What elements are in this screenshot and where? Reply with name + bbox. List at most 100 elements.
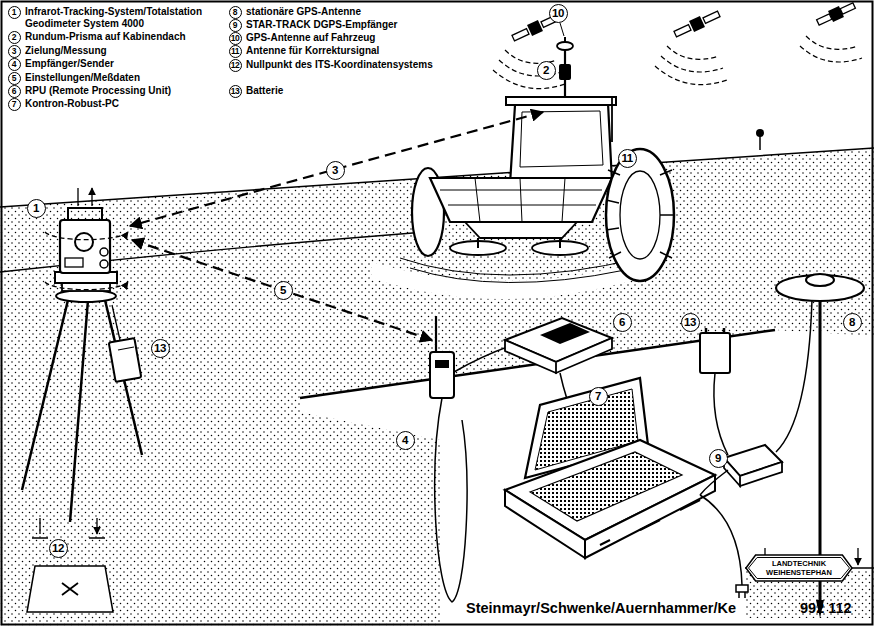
signal-arcs	[493, 50, 565, 89]
leader-line	[560, 23, 564, 36]
solar-panel	[840, 3, 855, 14]
battery-terminals	[706, 328, 724, 333]
legend-text: RPU (Remote Processing Unit)	[25, 85, 171, 97]
satellite	[800, 0, 862, 62]
rear-window	[520, 111, 603, 167]
legend-number: 6	[8, 85, 21, 98]
legend-text: STAR-TRACK DGPS-Empfänger	[246, 19, 397, 31]
legend-text: Nullpunkt des ITS-Koordinatensystems	[246, 59, 433, 71]
callout-number: 13	[151, 339, 170, 358]
power-plug	[736, 585, 748, 598]
callout-number: 5	[274, 281, 293, 300]
transceiver	[430, 316, 510, 602]
cable	[454, 346, 510, 372]
callout-number: 7	[589, 387, 608, 406]
solar-panel	[703, 11, 720, 23]
legend-number: 5	[8, 72, 21, 85]
callout-number: 10	[549, 4, 568, 23]
radio-link	[132, 240, 432, 340]
ground-arrow	[857, 548, 858, 565]
rpu-keypad	[540, 323, 590, 344]
callout-number: 8	[843, 313, 862, 332]
battery	[700, 333, 730, 373]
cable	[700, 470, 728, 495]
correction-antenna	[611, 98, 613, 142]
zero-square	[27, 566, 113, 612]
callout-number: 12	[49, 539, 68, 558]
legend-number: 13	[229, 85, 242, 98]
logo-text: LANDTECHNIK WEIHENSTEPHAN	[760, 559, 838, 577]
legend-text: Batterie	[246, 85, 283, 97]
callout-number: 13	[681, 313, 700, 332]
power-cable	[700, 495, 742, 585]
legend-number: 9	[229, 19, 242, 32]
display	[65, 258, 83, 267]
spread-area	[372, 262, 640, 299]
legend-text: Rundum-Prisma auf Kabinendach	[25, 31, 186, 43]
gps-station	[700, 274, 864, 618]
satellite	[655, 8, 727, 84]
disc-shaft	[478, 238, 560, 248]
satellite-body	[815, 0, 856, 28]
tree-trunk	[759, 136, 761, 150]
gps-antenna-vehicle	[557, 42, 573, 50]
callout-number: 2	[537, 61, 556, 80]
ports	[600, 500, 700, 545]
zero-tick	[32, 537, 105, 538]
callout-number: 11	[618, 149, 637, 168]
legend-text: Antenne für Korrektursignal	[246, 45, 379, 57]
cable	[776, 300, 812, 452]
solar-panel	[512, 29, 529, 41]
satellite-body	[673, 8, 722, 39]
cable	[714, 373, 728, 455]
table-top	[300, 330, 874, 626]
instrument-body	[60, 220, 110, 273]
hopper-lines	[440, 178, 602, 222]
credit-text: Steinmayr/Schwenke/Auernhammer/Ke	[466, 600, 736, 617]
rear-wheel	[606, 149, 674, 281]
legend-number: 1	[8, 6, 21, 19]
spreader-hopper	[430, 178, 612, 222]
wheel-rim	[620, 171, 660, 259]
tractor	[400, 23, 674, 283]
telescope	[75, 233, 93, 251]
tree-crown	[756, 129, 764, 137]
logo-badge: LANDTECHNIK WEIHENSTEPHAN	[745, 553, 853, 583]
satellite	[493, 12, 565, 88]
keyboard	[530, 452, 682, 521]
receiver-sides	[724, 458, 782, 486]
measurement-beam	[130, 112, 543, 226]
battery-line	[118, 347, 134, 350]
battery-strap	[112, 305, 120, 340]
legend-number: 7	[8, 98, 21, 111]
cable	[435, 398, 467, 602]
credit-text: 992 112	[800, 600, 852, 617]
solar-panel	[817, 14, 832, 25]
hopper-funnel	[465, 222, 577, 238]
signal-arcs	[655, 46, 727, 85]
legend-number: 2	[8, 31, 21, 44]
laptop	[505, 378, 748, 598]
tyre-tread	[606, 170, 674, 258]
radio-body	[430, 352, 454, 398]
tilt-arrow	[78, 188, 92, 206]
zero-arrow	[40, 518, 97, 534]
legend-text: Zielung/Messung	[25, 45, 107, 57]
total-station	[22, 188, 142, 522]
knob	[100, 248, 108, 256]
solar-panel	[674, 25, 691, 37]
legend-text: Einstellungen/Meßdaten	[25, 72, 140, 84]
legend-text: Kontron-Robust-PC	[25, 98, 119, 110]
legend-text: GPS-Antenne auf Fahrzeug	[246, 32, 375, 44]
legend-number: 8	[229, 6, 242, 19]
zero-point	[27, 518, 113, 612]
spread-arcs	[400, 258, 640, 283]
all-round-prism	[559, 64, 571, 80]
legend-number: 4	[8, 58, 21, 71]
legend-text: Infrarot-Tracking-System/Totalstation Ge…	[25, 6, 220, 30]
legend-number: 10	[229, 32, 242, 45]
legend-text: stationäre GPS-Antenne	[246, 6, 361, 18]
antenna-groundplane	[776, 275, 864, 301]
